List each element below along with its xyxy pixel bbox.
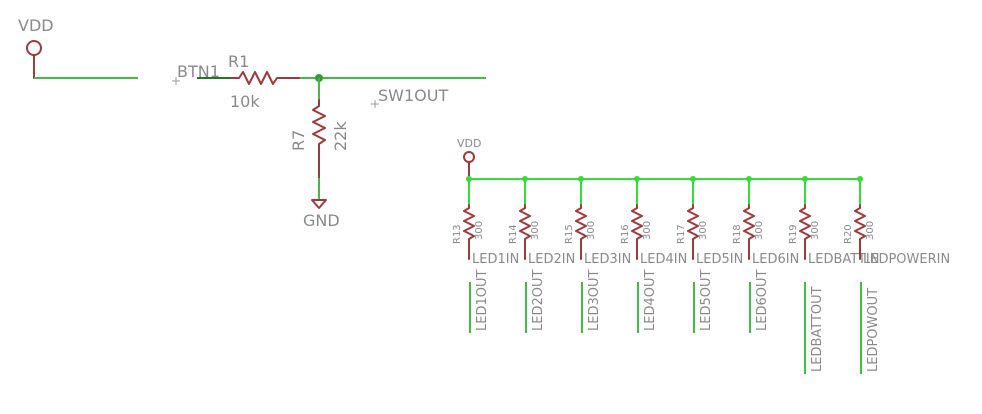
bank-resistor-zigzag-icon: [687, 204, 699, 260]
bank-resistor-value: 300: [865, 221, 876, 240]
led-out-label: LED4OUT: [643, 270, 658, 331]
bank-resistor-zigzag-icon: [519, 204, 531, 260]
bank-resistor-name: R16: [620, 224, 631, 244]
bank-resistor-name: R14: [508, 224, 519, 244]
bank-resistor-value: 300: [754, 221, 765, 240]
led-in-label: LED2IN: [528, 252, 575, 267]
bank-resistor-value: 300: [530, 221, 541, 240]
bank-resistor-name: R19: [788, 224, 799, 244]
led-in-label: LED1IN: [472, 252, 519, 267]
r7-zigzag-icon: [312, 99, 326, 179]
bank-resistor-name: R20: [843, 224, 854, 244]
bank-resistor-name: R15: [564, 224, 575, 244]
bank-resistor-value: 300: [698, 221, 709, 240]
led-out-label: LEDBATTOUT: [810, 286, 825, 372]
sw1out-label: SW1OUT: [378, 86, 448, 105]
bank-resistor-value: 300: [642, 221, 653, 240]
led-in-label: LED5IN: [696, 252, 743, 267]
vdd-bank-circle-icon: [463, 151, 475, 163]
led-in-label: LEDBATTIN: [808, 252, 879, 267]
bank-resistor-name: R17: [676, 224, 687, 244]
gnd-triangle-icon: [311, 199, 327, 209]
gnd-label: GND: [303, 211, 340, 230]
btn1-net[interactable]: BTN1: [172, 62, 220, 85]
resistor-r1[interactable]: R1 10k: [228, 52, 301, 111]
bank-resistor-zigzag-icon: [799, 204, 811, 260]
bank-resistor-zigzag-icon: [854, 204, 866, 260]
led-out-label: LED2OUT: [531, 270, 546, 331]
gnd-symbol[interactable]: GND: [303, 199, 340, 230]
led-out-label: LEDPOWOUT: [866, 288, 881, 372]
led-in-label: LED3IN: [584, 252, 631, 267]
vdd-bank-label: VDD: [457, 137, 481, 150]
bank-resistor-name: R18: [732, 224, 743, 244]
led-out-label: LED1OUT: [475, 270, 490, 331]
led-out-label: LED3OUT: [587, 270, 602, 331]
r1-zigzag-icon: [232, 71, 301, 85]
r1-value: 10k: [230, 92, 260, 111]
vdd-top-label: VDD: [18, 16, 54, 35]
btn1-label: BTN1: [177, 62, 220, 81]
bank-resistor-zigzag-icon: [575, 204, 587, 260]
bank-resistor-value: 300: [474, 221, 485, 240]
bank-resistor-value: 300: [810, 221, 821, 240]
bank-resistor-name: R13: [452, 224, 463, 244]
bank-resistor-zigzag-icon: [631, 204, 643, 260]
resistor-r7[interactable]: R7 22k: [289, 99, 350, 179]
vdd-symbol-top[interactable]: VDD: [18, 16, 54, 79]
r7-value: 22k: [331, 121, 350, 151]
r1-name: R1: [228, 52, 249, 71]
led-out-label: LED6OUT: [755, 270, 770, 331]
led-in-label: LED6IN: [752, 252, 799, 267]
led-in-label: LED4IN: [640, 252, 687, 267]
bank-resistor-value: 300: [586, 221, 597, 240]
bank-resistor-zigzag-icon: [463, 204, 475, 260]
bank-resistor-zigzag-icon: [743, 204, 755, 260]
r7-name: R7: [289, 130, 308, 151]
sw1out-net[interactable]: SW1OUT: [371, 86, 448, 108]
led-in-label: LEDPOWERIN: [863, 252, 950, 267]
led-out-label: LED5OUT: [699, 270, 714, 331]
vdd-symbol-bank[interactable]: VDD: [457, 137, 481, 177]
vdd-top-circle-icon: [26, 40, 42, 56]
